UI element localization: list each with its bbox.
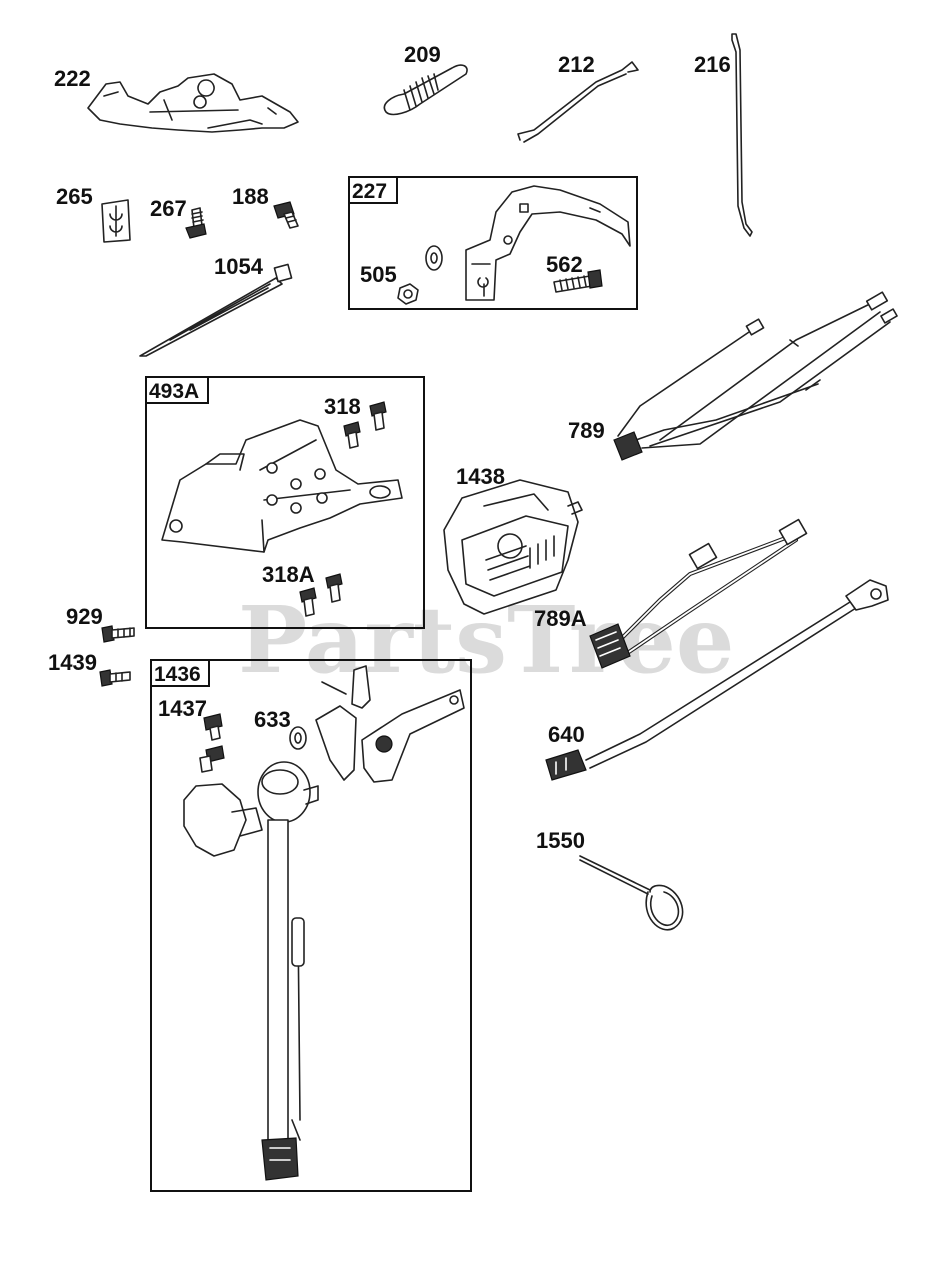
part-789A-harness[interactable] bbox=[589, 518, 808, 669]
part-633-washer[interactable] bbox=[289, 726, 307, 750]
label-789A: 789A bbox=[534, 606, 587, 631]
part-222-control-bracket[interactable] bbox=[87, 73, 299, 133]
part-188-screw[interactable] bbox=[273, 201, 299, 229]
part-318-screws[interactable] bbox=[343, 401, 387, 449]
box-227 bbox=[348, 176, 638, 310]
label-640: 640 bbox=[548, 722, 585, 747]
washer-227 bbox=[425, 245, 443, 271]
part-1436-switch-assembly[interactable] bbox=[183, 665, 465, 1181]
label-222: 222 bbox=[54, 66, 91, 91]
part-227-bracket[interactable] bbox=[465, 185, 631, 301]
label-188: 188 bbox=[232, 184, 269, 209]
part-209-spring[interactable] bbox=[383, 64, 468, 116]
label-209: 209 bbox=[404, 42, 441, 67]
part-505-nut[interactable] bbox=[397, 283, 419, 305]
box-493A bbox=[145, 376, 425, 629]
label-212: 212 bbox=[558, 52, 595, 77]
part-318A-screws[interactable] bbox=[299, 573, 343, 617]
label-929: 929 bbox=[66, 604, 103, 629]
label-1436: 1436 bbox=[154, 663, 201, 686]
part-1437-screws[interactable] bbox=[199, 713, 225, 773]
part-267-screw[interactable] bbox=[185, 207, 207, 239]
label-318: 318 bbox=[324, 394, 361, 419]
label-1438: 1438 bbox=[456, 464, 505, 489]
label-633: 633 bbox=[254, 707, 291, 732]
part-1054-cable-tie[interactable] bbox=[139, 263, 293, 357]
part-1438-control-box[interactable] bbox=[443, 479, 583, 615]
label-318A: 318A bbox=[262, 562, 315, 587]
label-1437: 1437 bbox=[158, 696, 207, 721]
label-227: 227 bbox=[352, 180, 387, 203]
part-216-rod[interactable] bbox=[731, 33, 753, 237]
label-265: 265 bbox=[56, 184, 93, 209]
label-562: 562 bbox=[546, 252, 583, 277]
part-929-bolt[interactable] bbox=[101, 625, 135, 643]
label-1054: 1054 bbox=[214, 254, 264, 279]
part-1550-pin[interactable] bbox=[579, 855, 684, 931]
label-493A: 493A bbox=[149, 380, 199, 403]
label-1439: 1439 bbox=[48, 650, 97, 675]
part-789-wire-harness[interactable] bbox=[613, 291, 898, 461]
label-1550: 1550 bbox=[536, 828, 585, 853]
part-562-screw[interactable] bbox=[553, 269, 603, 293]
label-216: 216 bbox=[694, 52, 731, 77]
label-267: 267 bbox=[150, 196, 187, 221]
part-212-link-rod[interactable] bbox=[517, 61, 639, 143]
part-493A-bracket[interactable] bbox=[161, 419, 403, 553]
part-1439-bolt[interactable] bbox=[99, 669, 131, 687]
part-265-clip[interactable] bbox=[101, 199, 131, 243]
part-640-wire-lead[interactable] bbox=[545, 579, 889, 781]
label-789: 789 bbox=[568, 418, 605, 443]
box-1436 bbox=[150, 659, 472, 1192]
label-505: 505 bbox=[360, 262, 397, 287]
